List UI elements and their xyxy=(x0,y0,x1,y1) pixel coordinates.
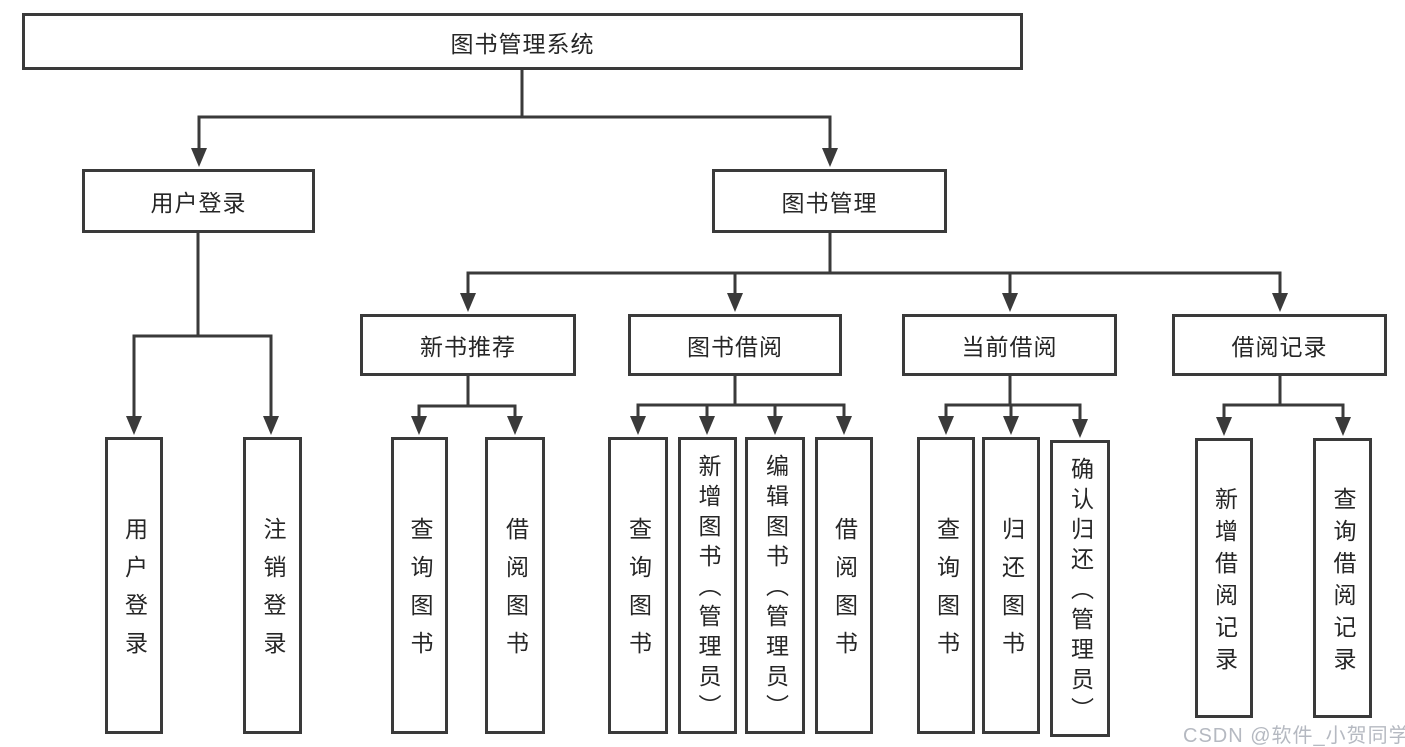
arrow-leaf-8 xyxy=(1003,416,1019,435)
leaf-add-borrow-record: 新增借阅记录 xyxy=(1195,438,1253,718)
arrow-to-borrow-records xyxy=(1272,293,1288,312)
arrow-leaf-7 xyxy=(938,416,954,435)
node-root-label: 图书管理系统 xyxy=(450,30,595,57)
arrow-to-book-management xyxy=(822,148,838,167)
arrow-to-book-borrow xyxy=(727,293,743,312)
arrow-left-branch-2 xyxy=(263,416,279,435)
leaf-borrow-books: 借阅图书 xyxy=(815,437,873,734)
arrow-leaf-6 xyxy=(836,416,852,435)
arrow-to-new-book-recommend xyxy=(460,293,476,312)
node-book-management: 图书管理 xyxy=(712,169,947,233)
node-current-borrow-label: 当前借阅 xyxy=(961,334,1058,360)
leaf-edit-books-admin: 编辑图书（管理员） xyxy=(745,437,805,734)
node-borrow-records: 借阅记录 xyxy=(1172,314,1387,376)
node-new-book-recommend: 新书推荐 xyxy=(360,314,576,376)
arrow-left-branch-1 xyxy=(126,416,142,435)
leaf-add-books-admin: 新增图书（管理员） xyxy=(678,437,737,734)
arrow-leaf-10 xyxy=(1216,417,1232,436)
node-borrow-records-label: 借阅记录 xyxy=(1231,334,1328,360)
arrow-leaf-11 xyxy=(1335,417,1351,436)
node-current-borrow: 当前借阅 xyxy=(902,314,1117,376)
node-book-borrow: 图书借阅 xyxy=(628,314,842,376)
node-user-login-label: 用户登录 xyxy=(150,190,247,216)
node-user-login: 用户登录 xyxy=(82,169,315,233)
arrow-leaf-5 xyxy=(767,416,783,435)
leaf-logout: 注销登录 xyxy=(243,437,302,734)
arrow-leaf-2 xyxy=(507,416,523,435)
arrow-leaf-1 xyxy=(411,416,427,435)
arrow-to-current-borrow xyxy=(1002,293,1018,312)
leaf-borrow-books-recommend: 借阅图书 xyxy=(485,437,545,734)
node-new-book-recommend-label: 新书推荐 xyxy=(420,334,516,360)
leaf-user-login: 用户登录 xyxy=(105,437,163,734)
leaf-query-books-recommend: 查询图书 xyxy=(391,437,448,734)
arrow-leaf-4 xyxy=(699,416,715,435)
leaf-query-borrow-record: 查询借阅记录 xyxy=(1313,438,1372,718)
leaf-query-books-borrow: 查询图书 xyxy=(608,437,668,734)
node-root-system: 图书管理系统 xyxy=(22,13,1023,70)
leaf-return-books: 归还图书 xyxy=(982,437,1040,734)
tree-edges xyxy=(132,70,1345,422)
leaf-query-books-current: 查询图书 xyxy=(917,437,975,734)
arrow-leaf-9 xyxy=(1072,419,1088,438)
arrow-to-user-login xyxy=(191,148,207,167)
csdn-watermark: CSDN @软件_小贺同学 xyxy=(1183,725,1405,747)
arrow-leaf-3 xyxy=(630,416,646,435)
node-book-borrow-label: 图书借阅 xyxy=(687,334,783,360)
arrowheads xyxy=(126,148,1351,438)
node-book-management-label: 图书管理 xyxy=(781,190,878,216)
leaf-confirm-return-admin: 确认归还（管理员） xyxy=(1050,440,1110,737)
